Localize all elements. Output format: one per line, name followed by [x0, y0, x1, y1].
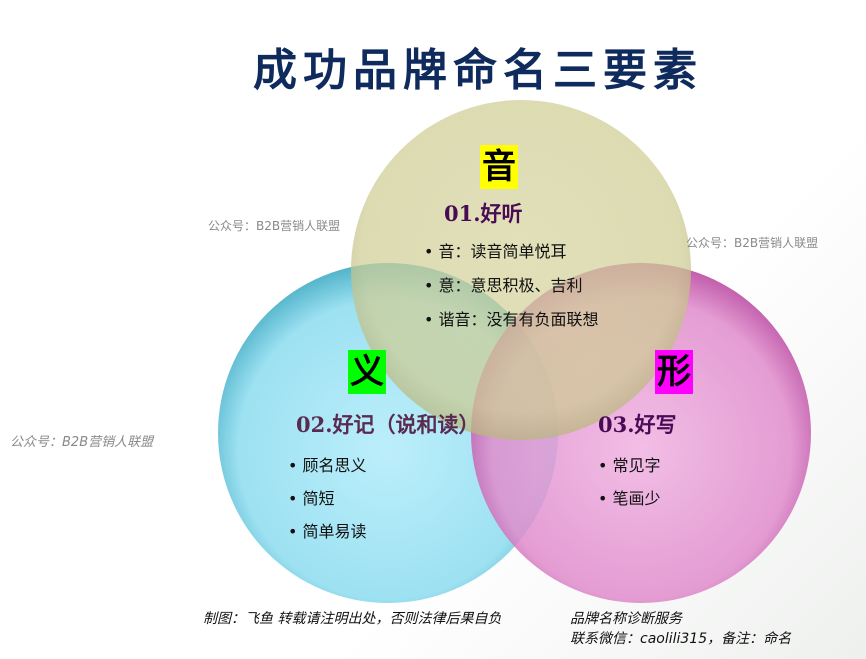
footer-service: 品牌名称诊断服务: [570, 611, 682, 627]
shape-item-2: 笔画少: [598, 485, 661, 509]
footer-credit: 制图：飞鱼 转载请注明出处，否则法律后果自负: [203, 611, 502, 627]
sound-circle: [351, 100, 691, 440]
meaning-item-3: 简单易读: [288, 518, 367, 542]
meaning-item-2: 简短: [288, 485, 335, 509]
page-title: 成功品牌命名三要素: [253, 45, 703, 96]
sound-item-3: 谐音：没有有负面联想: [424, 306, 599, 330]
meaning-heading: 02.好记（说和读）: [296, 412, 480, 437]
shape-tag: 形: [655, 350, 693, 394]
meaning-item-1: 顾名思义: [288, 452, 367, 476]
shape-item-1: 常见字: [598, 452, 661, 476]
shape-heading: 03.好写: [598, 412, 677, 437]
sound-item-2: 意：意思积极、吉利: [424, 272, 583, 296]
watermark-left: 公众号：B2B营销人联盟: [10, 435, 154, 450]
watermark-top-right: 公众号：B2B营销人联盟: [686, 236, 819, 250]
sound-heading: 01.好听: [444, 201, 523, 226]
meaning-tag: 义: [348, 350, 386, 394]
watermark-top-left: 公众号：B2B营销人联盟: [208, 219, 341, 233]
sound-item-1: 音：读音简单悦耳: [424, 238, 567, 262]
footer-contact: 联系微信：caolili315，备注：命名: [570, 631, 792, 647]
sound-tag: 音: [480, 145, 518, 189]
